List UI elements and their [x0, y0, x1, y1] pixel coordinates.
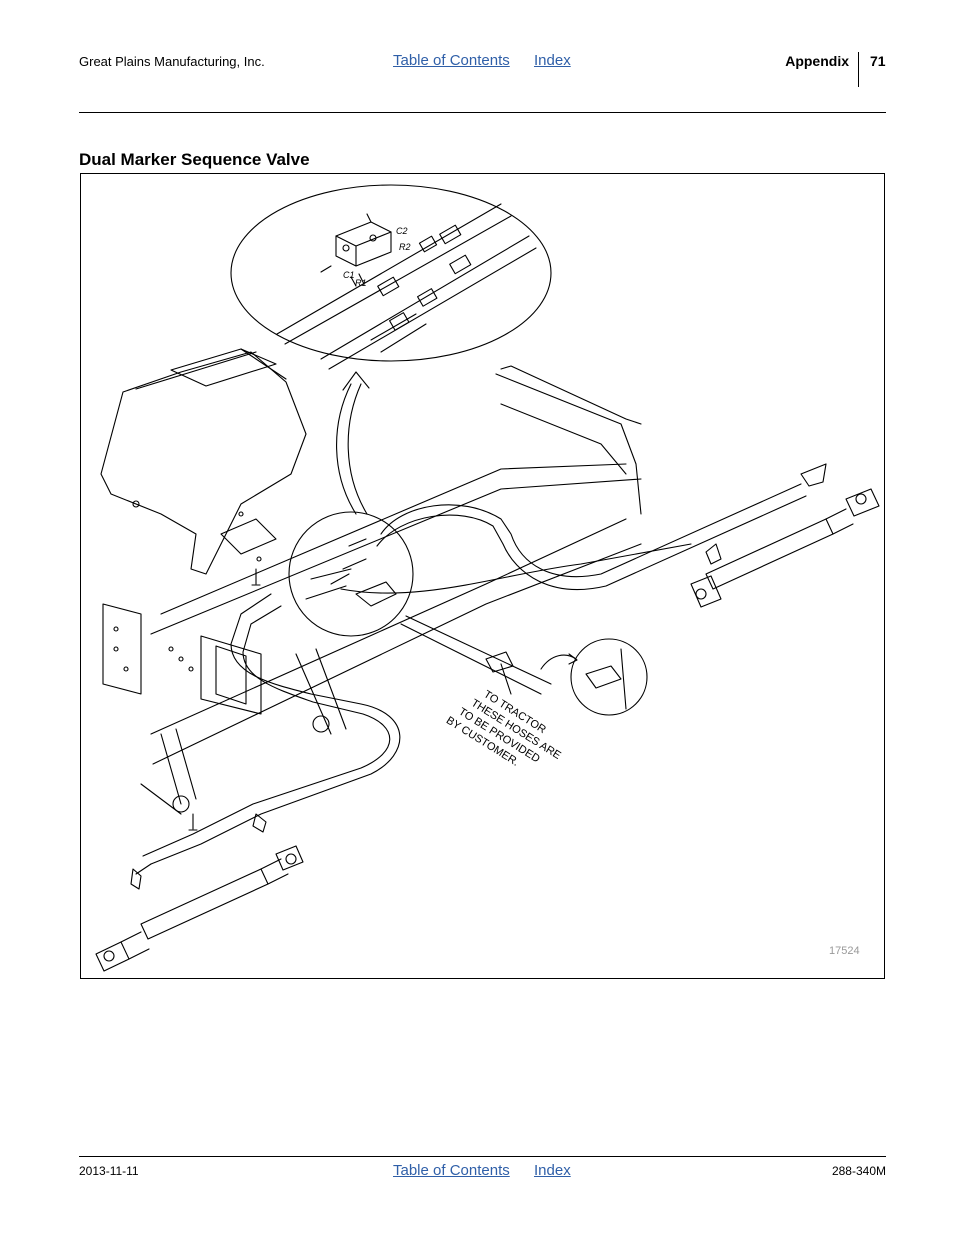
- index-link[interactable]: Index: [534, 52, 571, 69]
- revision-date: 2013-11-11: [79, 1164, 139, 1178]
- header-divider: [858, 52, 859, 87]
- table-of-contents-link[interactable]: Table of Contents: [393, 52, 510, 69]
- hose-tag-detail-circle: [570, 638, 648, 716]
- footer-table-of-contents-link[interactable]: Table of Contents: [393, 1162, 510, 1179]
- callout-r1: R1: [355, 278, 367, 288]
- footer-index-link[interactable]: Index: [534, 1162, 571, 1179]
- callout-c2: C2: [396, 226, 408, 236]
- document-number: 288-340M: [831, 1164, 886, 1178]
- callout-r2: R2: [399, 242, 411, 252]
- right-marker-cylinder: [705, 518, 834, 590]
- valve-detail-circle: [288, 511, 414, 637]
- header-rule: [79, 112, 886, 113]
- footer-rule: [79, 1156, 886, 1157]
- page-number: 71: [870, 53, 886, 69]
- page-title: Dual Marker Sequence Valve: [79, 150, 310, 169]
- left-marker-cylinder: [140, 868, 269, 940]
- figure-number: 17524: [829, 945, 860, 957]
- detail-view-ellipse: [230, 184, 552, 362]
- callout-c1: C1: [343, 270, 355, 280]
- section-name: Appendix: [785, 53, 849, 69]
- valve-assembly-diagram: C2 R2 C1 R1 TO TRACTOR THESE HOSES ARE T…: [95, 184, 880, 972]
- figure-frame: C2 R2 C1 R1 TO TRACTOR THESE HOSES ARE T…: [80, 173, 885, 979]
- company-name: Great Plains Manufacturing, Inc.: [79, 54, 265, 69]
